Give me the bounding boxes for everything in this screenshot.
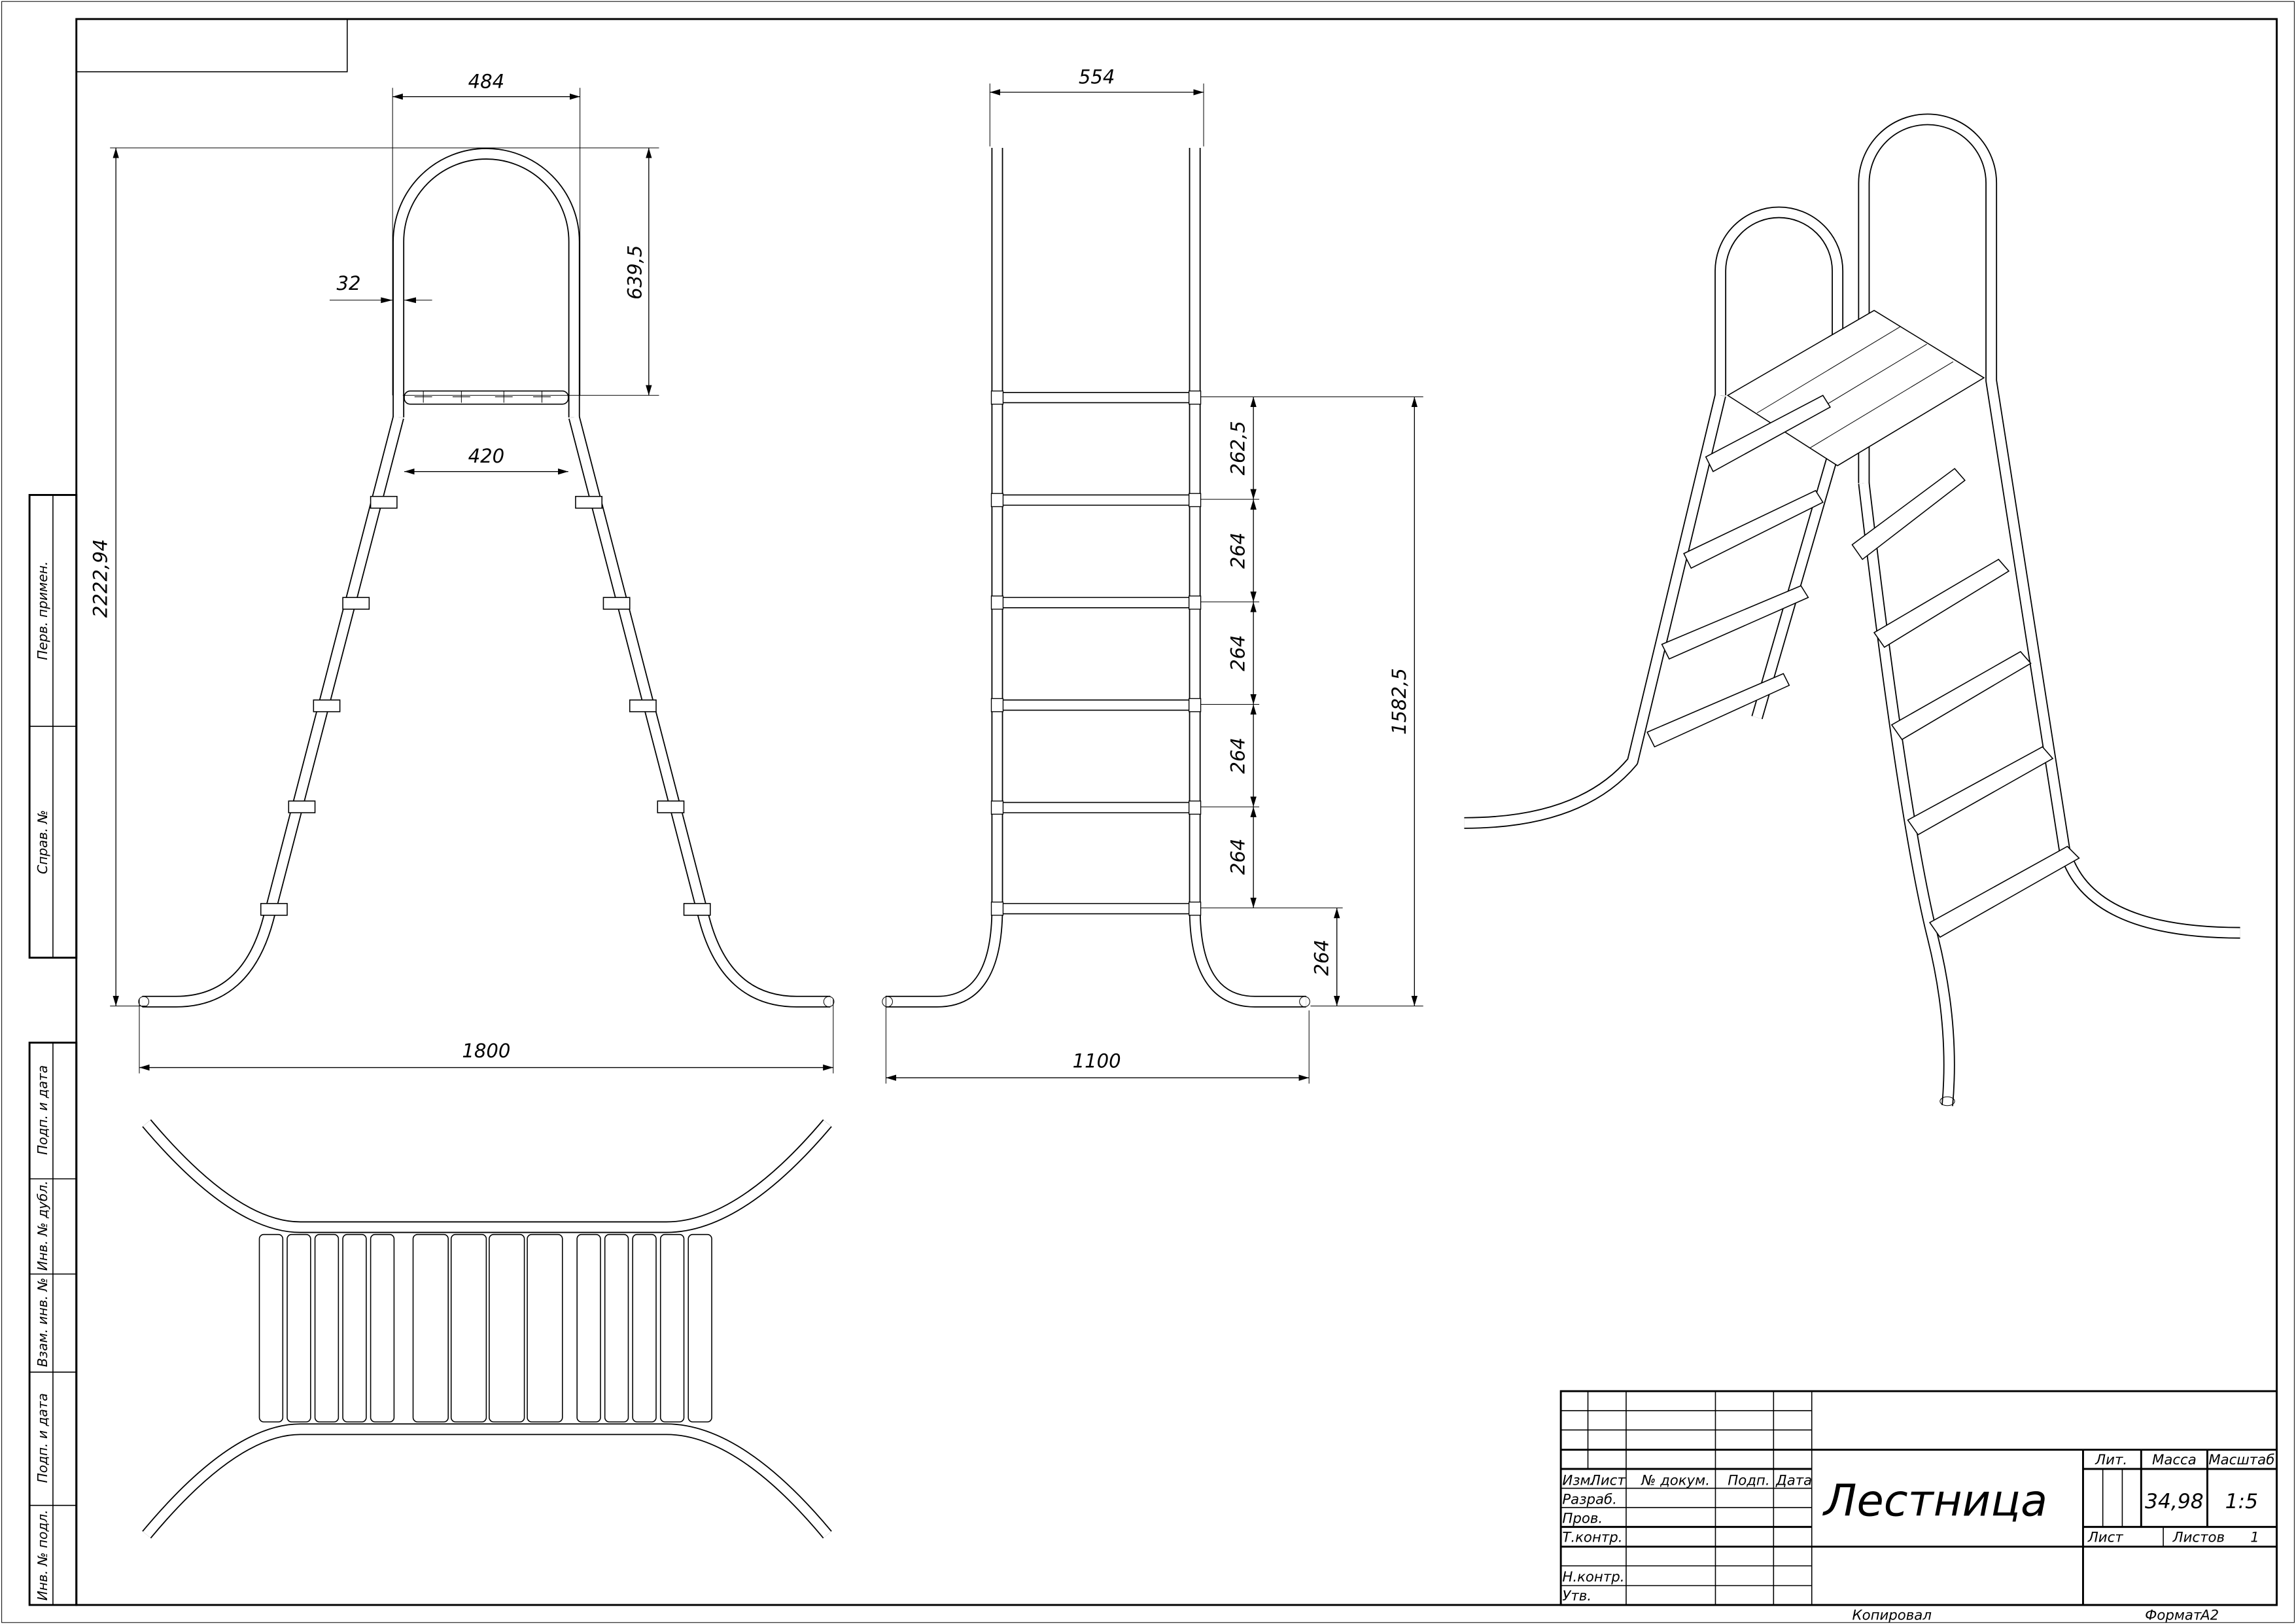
tb-role: Утв. xyxy=(1562,1588,1592,1604)
stamp-label: Инв. № подл. xyxy=(35,1509,50,1600)
dim-base-width: 1800 xyxy=(462,1040,510,1062)
tb-role: Н.контр. xyxy=(1562,1569,1624,1585)
title-block: Изм. Лист № докум. Подп. Дата Разраб. Пр… xyxy=(1559,1390,2278,1606)
tb-role: Т.контр. xyxy=(1562,1530,1622,1546)
top-view xyxy=(142,1119,832,1539)
tb-role: Пров. xyxy=(1562,1511,1603,1527)
steps-left xyxy=(1646,395,1832,748)
tb-header-izm: Изм. xyxy=(1562,1472,1595,1489)
side-view: 554 262,5 264 264 264 264 264 1582,5 110… xyxy=(882,66,1423,1084)
stamp-label: Взам. инв. № xyxy=(35,1278,50,1368)
dim-side-base: 1100 xyxy=(1073,1050,1121,1072)
tb-lit-label: Лит. xyxy=(2095,1452,2127,1468)
stamp-label: Инв. № дубл. xyxy=(35,1180,50,1271)
dim-step: 264 xyxy=(1227,737,1249,774)
tb-scale-value: 1:5 xyxy=(2225,1490,2258,1513)
dim-platform: 420 xyxy=(468,445,505,467)
dim-arch-height: 639,5 xyxy=(624,245,646,300)
tb-header-date: Дата xyxy=(1775,1472,1812,1489)
dim-total-height: 2222,94 xyxy=(90,539,112,618)
stamp-label: Перв. примен. xyxy=(35,561,50,660)
dim-step: 262,5 xyxy=(1227,421,1249,475)
tb-scale-label: Масштаб xyxy=(2208,1452,2274,1468)
isometric-view xyxy=(1464,113,2240,1106)
tb-sheet-label: Лист xyxy=(2087,1530,2123,1546)
dim-step: 264 xyxy=(1227,839,1249,875)
front-view: 484 639,5 2222,94 32 420 1800 xyxy=(90,70,835,1074)
steps-right xyxy=(1851,468,2080,938)
dim-side-width: 554 xyxy=(1079,66,1115,88)
tb-header-doc: № докум. xyxy=(1641,1472,1710,1489)
dim-bottom: 264 xyxy=(1310,940,1332,976)
tb-sheets-label: Листов xyxy=(2172,1530,2225,1546)
side-stamp: Перв. примен. Справ. № Подп. и дата Инв.… xyxy=(28,494,78,1606)
stamp-label: Подп. и дата xyxy=(35,1393,50,1483)
dim-step: 264 xyxy=(1227,635,1249,671)
dim-tube: 32 xyxy=(337,272,361,294)
copied-label: Копировал xyxy=(1852,1607,1932,1623)
format-label: Формат xyxy=(2145,1607,2202,1623)
dim-rise: 1582,5 xyxy=(1388,668,1410,735)
tb-sheets-count: 1 xyxy=(2250,1530,2259,1546)
format-value: A2 xyxy=(2199,1607,2219,1623)
step-clips xyxy=(260,495,711,916)
tb-header-sign: Подп. xyxy=(1728,1472,1769,1489)
dim-top-width: 484 xyxy=(468,70,505,92)
dim-step: 264 xyxy=(1227,533,1249,569)
stamp-label: Подп. и дата xyxy=(35,1065,50,1155)
tb-mass-label: Масса xyxy=(2152,1452,2197,1468)
tb-header-list: Лист xyxy=(1590,1472,1626,1489)
tb-role: Разраб. xyxy=(1562,1491,1617,1508)
top-left-box xyxy=(75,18,348,73)
drawing-title: Лестница xyxy=(1822,1475,2047,1526)
tb-mass-value: 34,98 xyxy=(2145,1490,2204,1513)
stamp-label: Справ. № xyxy=(35,810,50,874)
